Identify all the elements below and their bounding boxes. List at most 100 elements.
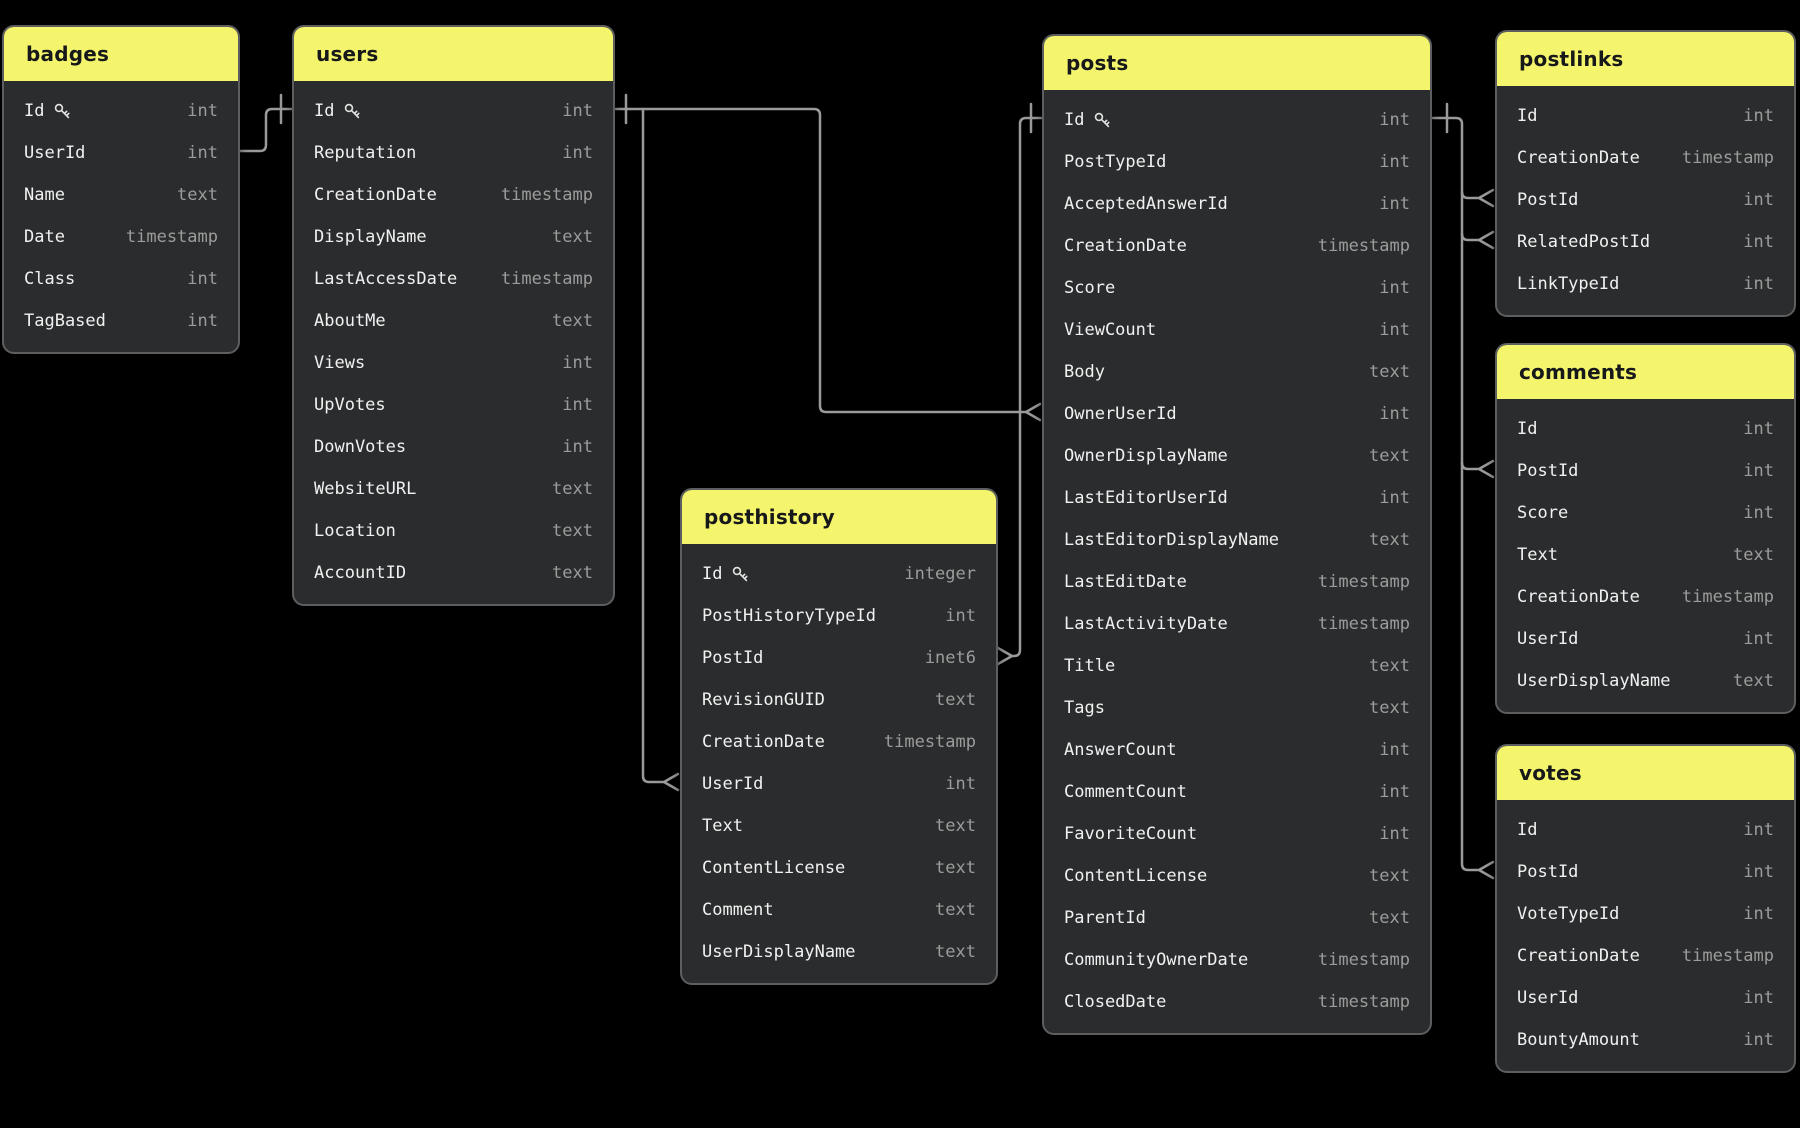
field-type: int xyxy=(1743,904,1774,924)
field-name: Tags xyxy=(1064,698,1105,718)
table-header-comments[interactable]: comments xyxy=(1497,345,1794,399)
field-type: text xyxy=(552,311,593,331)
crow-foot xyxy=(662,772,680,792)
field-type: int xyxy=(1743,232,1774,252)
field-name: CreationDate xyxy=(1517,148,1640,168)
table-header-users[interactable]: users xyxy=(294,27,613,81)
table-header-posthistory[interactable]: posthistory xyxy=(682,490,996,544)
field-name: AnswerCount xyxy=(1064,740,1177,760)
table-header-badges[interactable]: badges xyxy=(4,27,238,81)
field-type: int xyxy=(1379,278,1410,298)
field-type: text xyxy=(1369,656,1410,676)
table-header-posts[interactable]: posts xyxy=(1044,36,1430,90)
field-type: int xyxy=(562,437,593,457)
table-header-postlinks[interactable]: postlinks xyxy=(1497,32,1794,86)
field-name: TagBased xyxy=(24,311,106,331)
table-header-votes[interactable]: votes xyxy=(1497,746,1794,800)
field-name: ContentLicense xyxy=(1064,866,1208,886)
field-name: Text xyxy=(702,816,743,836)
primary-key-icon xyxy=(345,103,361,118)
field-type: int xyxy=(1743,629,1774,649)
field-name: Id xyxy=(1517,419,1538,439)
field-type: text xyxy=(935,858,976,878)
